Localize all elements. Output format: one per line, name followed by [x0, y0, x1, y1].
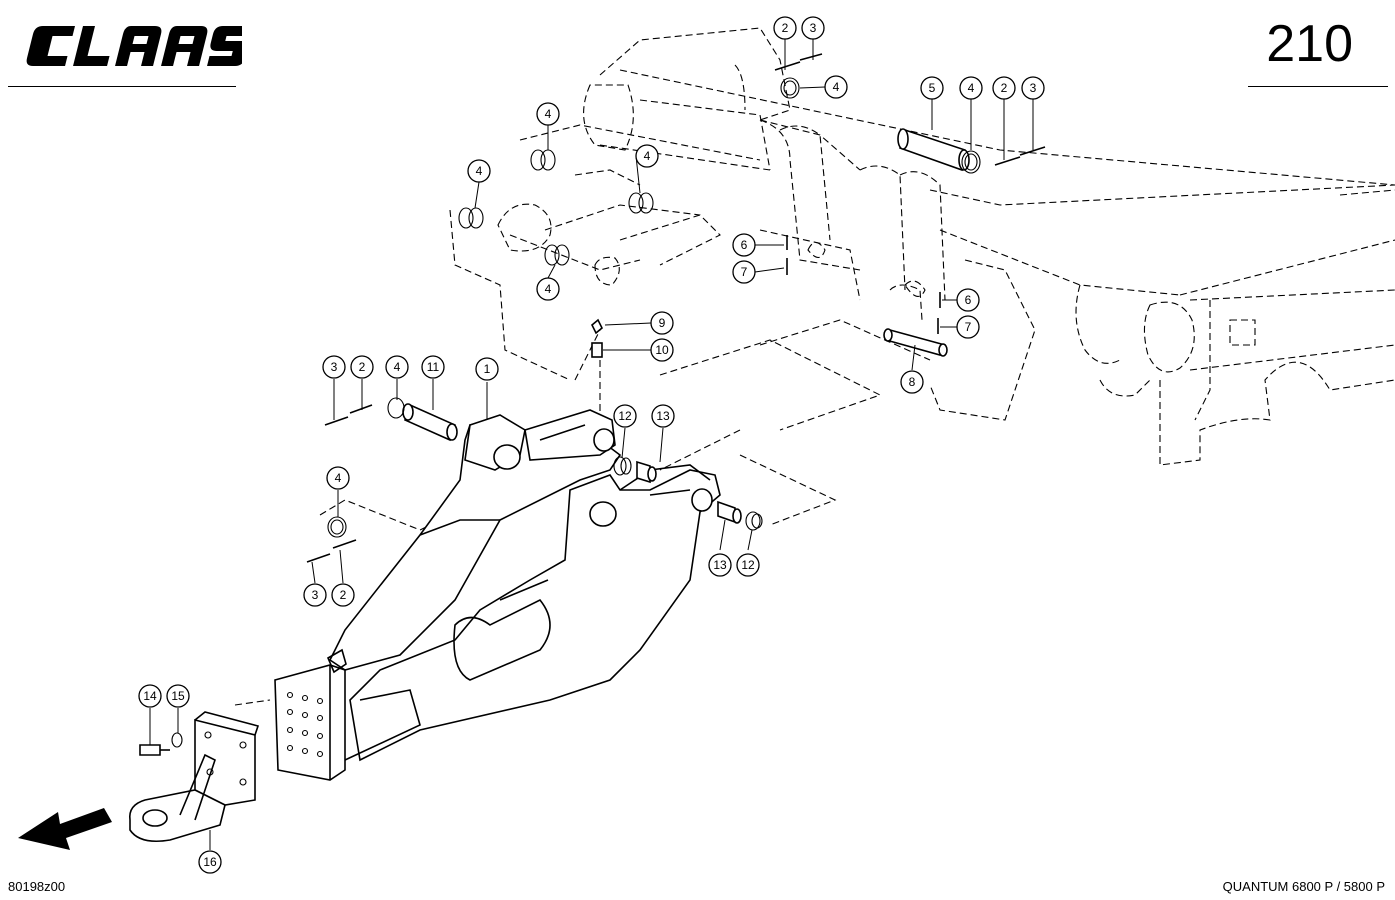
callout-label: 13	[713, 558, 727, 572]
callout-label: 4	[545, 107, 552, 121]
callout-label: 7	[965, 320, 972, 334]
callout: 4	[326, 466, 350, 490]
callout-label: 10	[655, 343, 669, 357]
callout: 2	[350, 355, 374, 379]
callout: 3	[1021, 76, 1045, 100]
callout: 13	[708, 553, 732, 577]
callout-label: 2	[782, 21, 789, 35]
callout: 2	[773, 16, 797, 40]
callout-label: 5	[929, 81, 936, 95]
callout: 10	[650, 338, 674, 362]
drawbar-frame	[274, 409, 721, 781]
callout: 2	[331, 583, 355, 607]
page-number: 210	[1266, 15, 1353, 73]
claas-logo	[26, 26, 242, 66]
callout: 4	[635, 144, 659, 168]
pin-5	[897, 128, 970, 172]
callout-label: 15	[171, 689, 185, 703]
callout: 7	[956, 315, 980, 339]
callout-label: 4	[833, 80, 840, 94]
callout: 12	[736, 553, 760, 577]
callout-label: 4	[335, 471, 342, 485]
bushings	[306, 397, 763, 563]
bolt-pattern	[286, 691, 324, 758]
callout: 4	[824, 75, 848, 99]
callout: 4	[467, 159, 491, 183]
callout-label: 4	[644, 149, 651, 163]
callout-label: 7	[741, 265, 748, 279]
callout-label: 11	[427, 360, 440, 374]
direction-arrow-icon	[18, 808, 112, 850]
callout: 4	[959, 76, 983, 100]
callout-label: 2	[340, 588, 347, 602]
callout: 2	[992, 76, 1016, 100]
header-rule-right	[1248, 86, 1388, 87]
callout: 9	[650, 311, 674, 335]
callout: 4	[385, 355, 409, 379]
chassis-outline-dashed	[583, 27, 1395, 466]
callout: 6	[956, 288, 980, 312]
callout-label: 8	[909, 375, 916, 389]
callout: 3	[303, 583, 327, 607]
callout-label: 14	[143, 689, 157, 703]
callout: 5	[920, 76, 944, 100]
callout-label: 1	[484, 362, 491, 376]
callout: 8	[900, 370, 924, 394]
callout-label: 3	[1030, 81, 1037, 95]
callout: 3	[801, 16, 825, 40]
callout-label: 13	[656, 409, 670, 423]
callout-label: 6	[965, 293, 972, 307]
callout: 15	[166, 684, 190, 708]
callout: 3	[322, 355, 346, 379]
callout-label: 3	[331, 360, 338, 374]
callout-label: 3	[810, 21, 817, 35]
leader-lines	[149, 38, 1034, 850]
callout-label: 4	[545, 282, 552, 296]
hitch-eye-assembly	[128, 711, 260, 843]
callout-label: 9	[659, 316, 666, 330]
callout: 16	[198, 850, 222, 874]
callout-label: 4	[476, 164, 483, 178]
header-rule-left	[8, 86, 236, 87]
callout: 4	[536, 277, 560, 301]
callout: 6	[732, 233, 756, 257]
callout: 11	[421, 355, 445, 379]
callout: 7	[732, 260, 756, 284]
drawing-reference: 80198z00	[8, 879, 66, 894]
callout-label: 16	[203, 855, 217, 869]
callout: 12	[613, 404, 637, 428]
callout: 1	[475, 357, 499, 381]
callout-label: 12	[618, 409, 632, 423]
callout-label: 2	[1001, 81, 1008, 95]
callout: 13	[651, 404, 675, 428]
callout-label: 6	[741, 238, 748, 252]
callout-label: 4	[968, 81, 975, 95]
callout-label: 3	[312, 588, 319, 602]
callout-label: 4	[394, 360, 401, 374]
callouts: 2 3 4 5 4 2 3 4 4 4 4 6 7 6 7 8 9 10 3 2…	[138, 16, 1045, 874]
pin-8	[883, 328, 948, 357]
upper-hardware	[458, 53, 1046, 358]
callout: 4	[536, 102, 560, 126]
callout-label: 12	[741, 558, 755, 572]
model-reference: QUANTUM 6800 P / 5800 P	[1222, 879, 1385, 894]
callout: 14	[138, 684, 162, 708]
callout-label: 2	[359, 360, 366, 374]
